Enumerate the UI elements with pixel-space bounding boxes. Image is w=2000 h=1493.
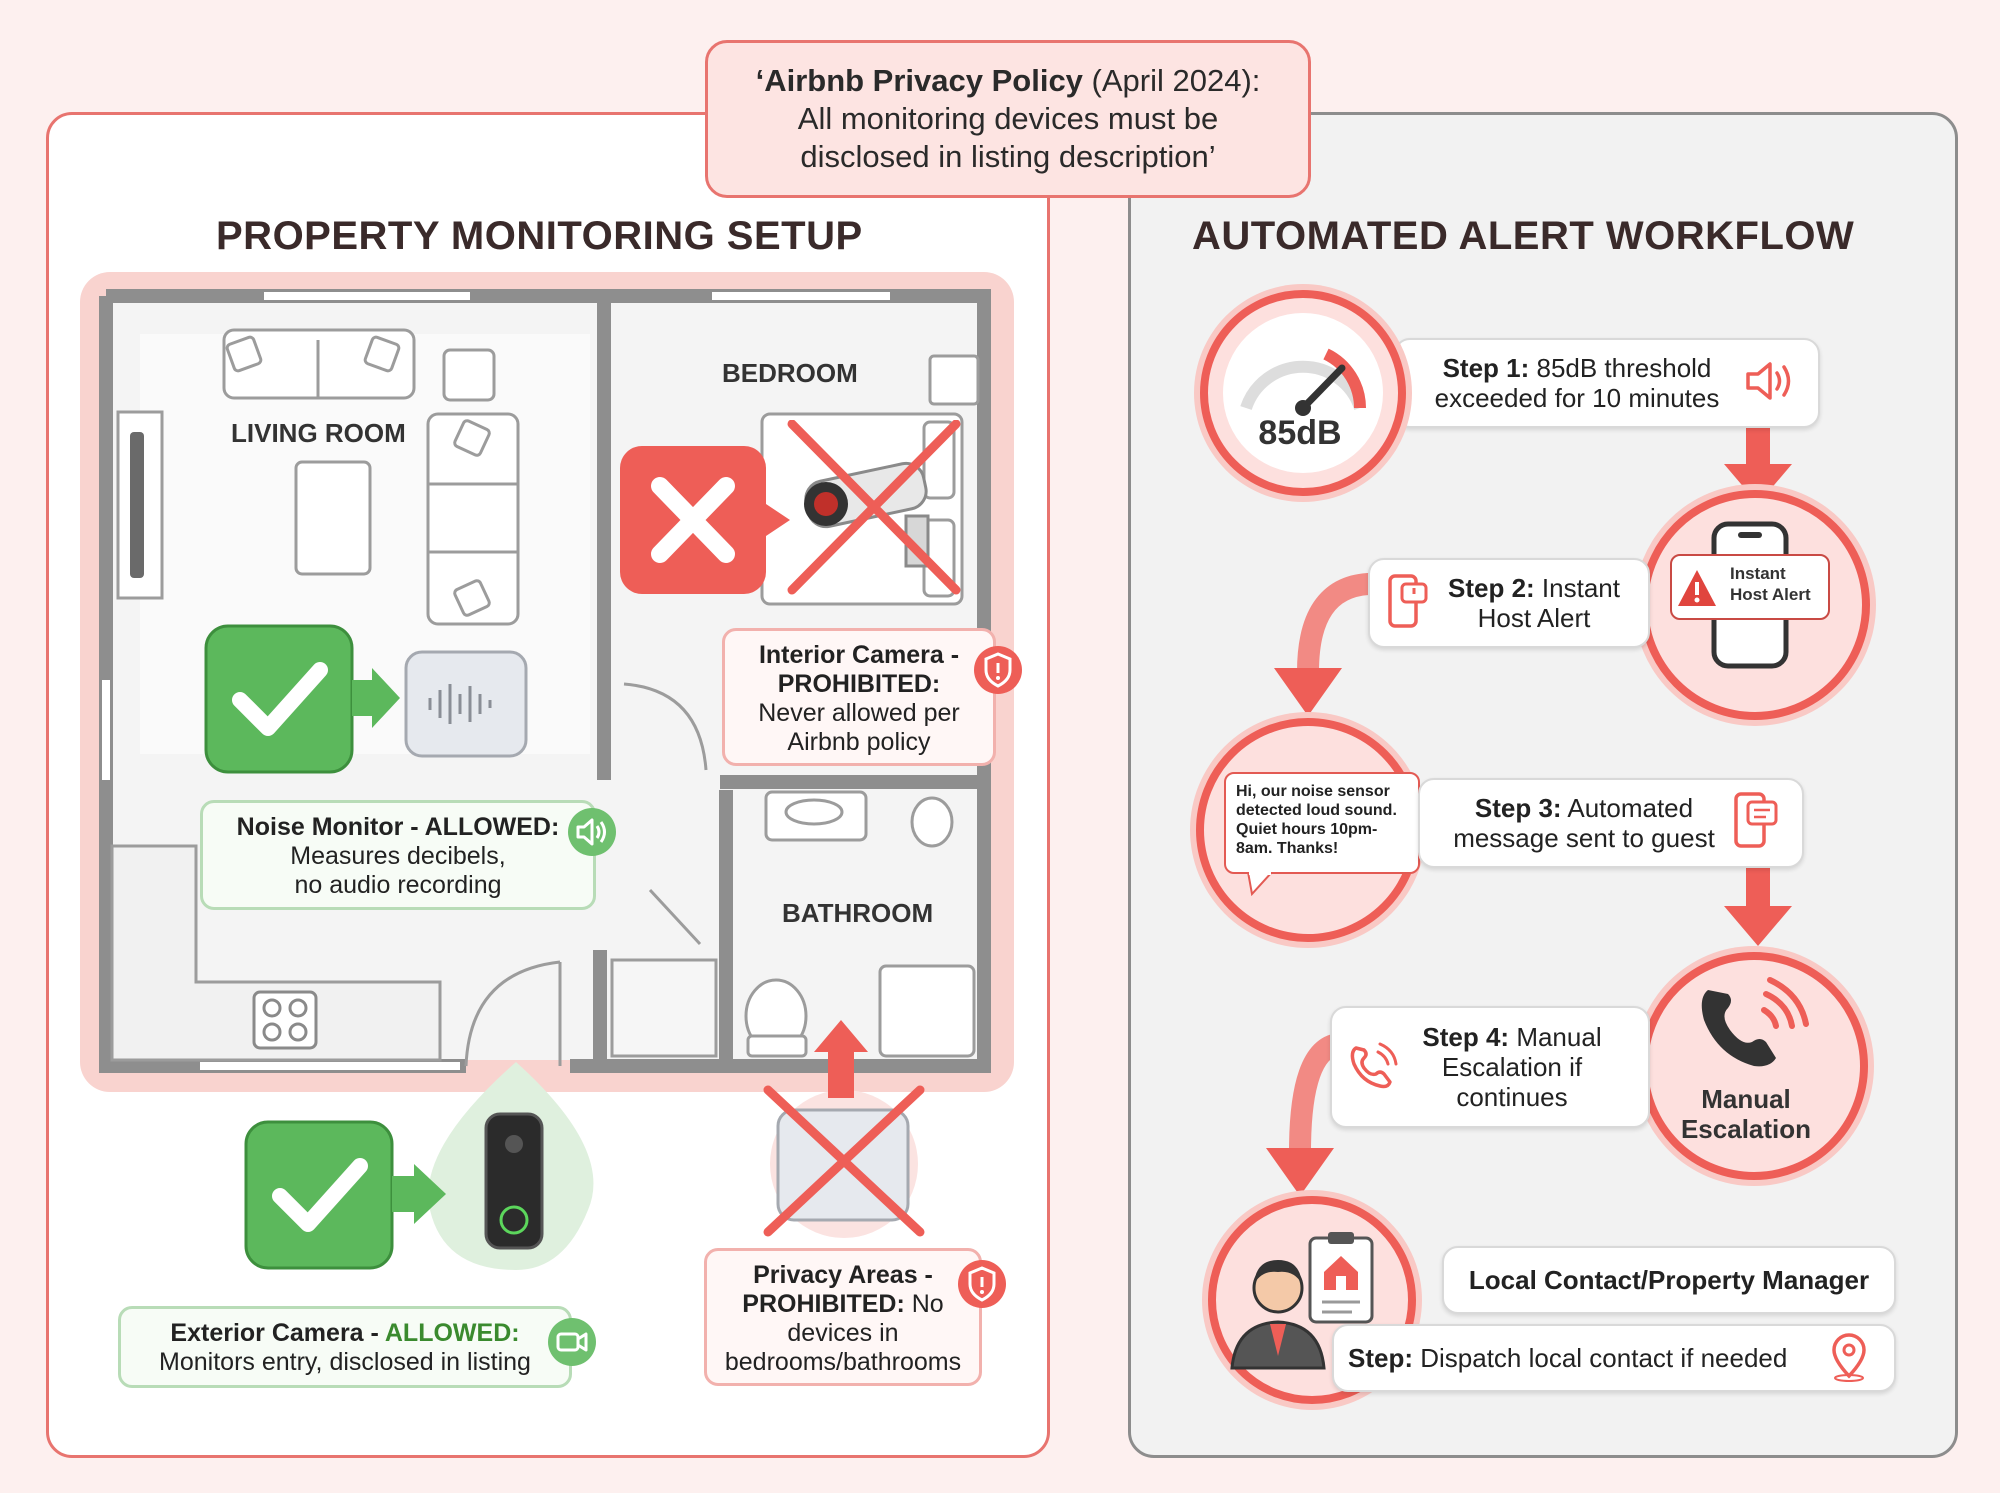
- policy-title: ‘Airbnb Privacy Policy: [755, 63, 1083, 98]
- speaker-icon: [1746, 362, 1791, 400]
- interior-camera-line-3: Never allowed per: [758, 699, 960, 727]
- interior-camera-callout: Interior Camera - PROHIBITED: Never allo…: [722, 628, 996, 766]
- dispatch-box: Step: Dispatch local contact if needed: [1332, 1324, 1896, 1392]
- gauge-value: 85dB: [1258, 414, 1342, 452]
- entry-door-swing: [464, 960, 561, 1067]
- stove: [252, 990, 318, 1050]
- policy-line-3: disclosed in listing description’: [800, 139, 1216, 174]
- exterior-camera-callout: Exterior Camera - ALLOWED: Monitors entr…: [118, 1306, 572, 1388]
- noise-monitor-title: Noise Monitor - ALLOWED:: [236, 813, 560, 841]
- kitchen-counter: [110, 844, 442, 1062]
- step-2-text: Instant: [1534, 573, 1620, 603]
- policy-line-2: All monitoring devices must be: [797, 101, 1219, 136]
- speaker-icon: [568, 808, 616, 856]
- policy-date: (April 2024):: [1082, 63, 1261, 98]
- check-icon: [244, 1120, 394, 1270]
- left-section-title: PROPERTY MONITORING SETUP: [216, 214, 863, 258]
- interior-camera-status: PROHIBITED:: [777, 670, 941, 698]
- escalation-line-1: Manual: [1701, 1084, 1791, 1114]
- windows: [102, 292, 890, 1070]
- closet: [610, 958, 718, 1058]
- gauge-icon: [1223, 313, 1383, 473]
- privacy-areas-title: Privacy Areas -: [753, 1261, 933, 1289]
- arrow-up-icon: [814, 1020, 868, 1052]
- sofa-right: [426, 412, 520, 626]
- shower: [878, 964, 976, 1058]
- step-4-label: Step 4:: [1422, 1022, 1510, 1052]
- phone-notification-icon: [1388, 574, 1428, 628]
- privacy-areas-line-4: bedrooms/bathrooms: [724, 1348, 962, 1376]
- privacy-areas-status: PROHIBITED:: [742, 1290, 905, 1318]
- sofa-top: [222, 328, 416, 400]
- bathroom-door: [648, 888, 702, 946]
- step-3-label: Step 3:: [1474, 793, 1562, 823]
- chat-tail: [1246, 872, 1274, 896]
- step-4-text: Manual: [1509, 1022, 1602, 1052]
- room-label-bedroom: BEDROOM: [722, 358, 858, 388]
- bedroom-nightstand: [928, 354, 980, 406]
- policy-callout: ‘Airbnb Privacy Policy (April 2024): All…: [705, 40, 1311, 198]
- escalation-label: Manual Escalation: [1660, 1084, 1832, 1144]
- privacy-areas-line-3: devices in: [787, 1319, 899, 1347]
- step-1-line-2: exceeded for 10 minutes: [1434, 383, 1720, 413]
- shield-alert-icon: [958, 1260, 1006, 1308]
- arrow-down-1: [1724, 464, 1792, 504]
- step-4-line-3: continues: [1456, 1082, 1568, 1112]
- noise-monitor-callout: Noise Monitor - ALLOWED: Measures decibe…: [200, 800, 596, 910]
- side-table: [442, 348, 496, 402]
- interior-camera-graphic: [620, 420, 961, 595]
- phone-call-icon: [1701, 977, 1809, 1067]
- dispatch-label: Step:: [1348, 1343, 1413, 1373]
- noise-monitor-line-3: no audio recording: [294, 871, 502, 899]
- exterior-camera-line-2: Monitors entry, disclosed in listing: [159, 1348, 531, 1376]
- escalation-line-2: Escalation: [1680, 1114, 1812, 1144]
- dispatch-text: Dispatch local contact if needed: [1413, 1343, 1788, 1373]
- exterior-camera-status: ALLOWED:: [384, 1319, 520, 1347]
- alert-card-line-2: Host Alert: [1730, 585, 1811, 604]
- arrow-down-3: [1724, 906, 1792, 946]
- alert-card-line-1: Instant: [1730, 564, 1786, 583]
- step-4-line-2: Escalation if: [1441, 1052, 1583, 1082]
- location-pin-icon: [1832, 1333, 1866, 1382]
- privacy-areas-callout: Privacy Areas - PROHIBITED: No devices i…: [704, 1248, 982, 1386]
- tv: [130, 432, 144, 578]
- noise-monitor-line-2: Measures decibels,: [290, 842, 506, 870]
- noise-sensor: [404, 650, 528, 758]
- coffee-table: [294, 460, 372, 576]
- local-contact-box: Local Contact/Property Manager: [1442, 1246, 1896, 1314]
- exterior-camera-graphic: [244, 1062, 594, 1270]
- phone-icon: [1350, 1042, 1398, 1089]
- bedroom-door-swing: [623, 682, 708, 771]
- toilet-top: [910, 796, 954, 848]
- interior-camera-line-4: Airbnb policy: [787, 728, 931, 756]
- step-4-box: Step 4: Manual Escalation if continues: [1330, 1006, 1650, 1128]
- video-camera-icon: [548, 1318, 596, 1366]
- shield-alert-icon: [974, 646, 1022, 694]
- arrow-curve-2: [1297, 573, 1379, 683]
- alert-card-text: Instant Host Alert: [1730, 563, 1811, 605]
- guest-message: Hi, our noise sensor detected loud sound…: [1224, 772, 1420, 874]
- right-section-title: AUTOMATED ALERT WORKFLOW: [1192, 214, 1855, 258]
- step-1-text: 85dB threshold: [1529, 353, 1712, 383]
- warning-icon: [1678, 570, 1716, 606]
- step-1-label: Step 1:: [1442, 353, 1530, 383]
- property-manager-icon: [1230, 1232, 1374, 1370]
- interior-camera-title: Interior Camera -: [758, 641, 960, 669]
- privacy-areas-graphic: [763, 1020, 925, 1238]
- room-label-living: LIVING ROOM: [231, 418, 406, 448]
- step-2-line-2: Host Alert: [1477, 603, 1591, 633]
- alert-card: Instant Host Alert: [1670, 554, 1830, 620]
- noise-monitor-graphic: [204, 624, 528, 774]
- check-icon: [204, 624, 354, 774]
- step-3-line-2: message sent to guest: [1453, 823, 1715, 853]
- phone-message-icon: [1734, 792, 1778, 848]
- step-3-text: Automated: [1561, 793, 1694, 823]
- exterior-camera-title: Exterior Camera -: [170, 1319, 385, 1347]
- local-contact-label: Local Contact/Property Manager: [1468, 1265, 1870, 1295]
- step-2-label: Step 2:: [1448, 573, 1535, 603]
- doorbell-camera: [484, 1112, 544, 1250]
- privacy-areas-no: No: [904, 1290, 944, 1318]
- room-label-bathroom: BATHROOM: [782, 898, 934, 928]
